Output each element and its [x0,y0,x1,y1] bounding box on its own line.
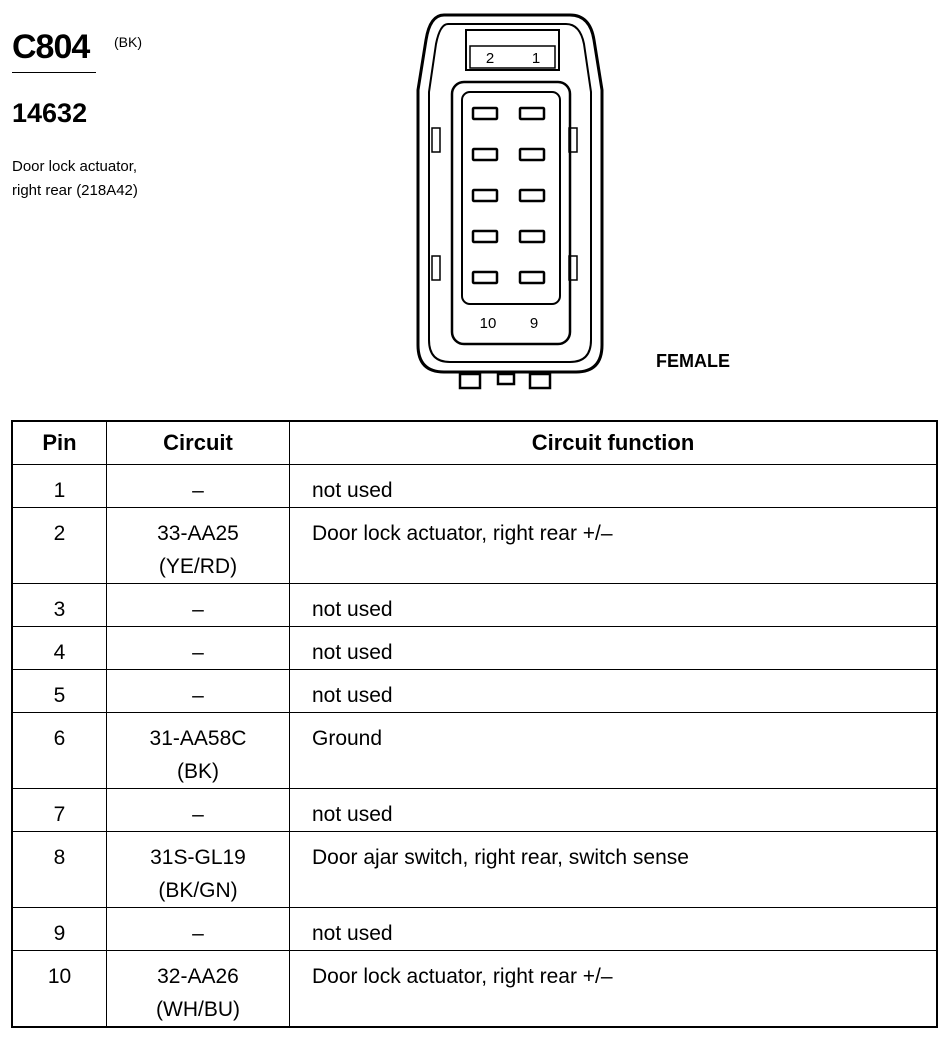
pin-cell: 3 [11,583,107,627]
circuit-cell: – [106,907,290,951]
circuit-number: – [192,598,204,621]
circuit-cell: 31-AA58C (BK) [106,712,290,789]
cavity [471,188,499,203]
circuit-number: 33-AA25 [157,522,239,545]
pinout-table: Pin Circuit Circuit function 1 – not use… [11,420,938,1028]
circuit-cell: – [106,464,290,508]
circuit-number: 31-AA58C [149,727,247,750]
connector-description: Door lock actuator, right rear (218A42) [12,155,252,203]
terminal-cavities [471,106,546,285]
table-row: 6 31-AA58C (BK) Ground [11,712,938,789]
bottom-tab-right [528,372,552,390]
connector-id: C804 [12,28,90,66]
table-row: 7 – not used [11,788,938,832]
table-row: 5 – not used [11,669,938,713]
wire-color: (YE/RD) [158,555,238,578]
table-row: 3 – not used [11,583,938,627]
part-number: 14632 [12,98,88,128]
side-key-left-upper [431,127,441,153]
circuit-number: – [192,922,204,945]
description-line-2: right rear (218A42) [12,182,138,199]
pin-cell: 7 [11,788,107,832]
function-cell: not used [289,464,938,508]
pin-cell: 8 [11,831,107,908]
pin-cell: 4 [11,626,107,670]
circuit-number: 31S-GL19 [150,846,246,869]
pin-cell: 2 [11,507,107,584]
latch-number-strip [469,45,556,69]
connector-header: C804 (BK) 14632 Door lock actuator, righ… [12,22,342,222]
latch-tab [465,29,560,71]
pin-cell: 6 [11,712,107,789]
bottom-tab-center [496,372,516,386]
housing-inner [428,23,592,363]
cavity [518,188,546,203]
connector-gender-label: FEMALE [656,351,730,371]
connector-face-diagram: 2 1 10 9 [416,13,604,390]
pin-label-1: 1 [532,50,540,67]
circuit-cell: 33-AA25 (YE/RD) [106,507,290,584]
cavity [518,229,546,244]
cavity [471,106,499,121]
function-cell: not used [289,626,938,670]
pin-cell: 1 [11,464,107,508]
bottom-tab-left [458,372,482,390]
circuit-cell: – [106,669,290,713]
circuit-number: – [192,641,204,664]
table-row: 8 31S-GL19 (BK/GN) Door ajar switch, righ… [11,831,938,908]
wire-color: (BK) [177,760,219,783]
cavity [471,270,499,285]
table-row: 10 32-AA26 (WH/BU) Door lock actuator, ri… [11,950,938,1028]
circuit-number: – [192,803,204,826]
pin-cell: 9 [11,907,107,951]
side-key-left-lower [431,255,441,281]
circuit-cell: 32-AA26 (WH/BU) [106,950,290,1028]
header-pin: Pin [11,420,107,465]
pin-cell: 10 [11,950,107,1028]
pin-label-9: 9 [530,315,538,332]
terminal-block-outer [450,80,572,346]
function-cell: Door lock actuator, right rear +/– [289,507,938,584]
circuit-number: – [192,684,204,707]
cavity [518,106,546,121]
cavity [518,270,546,285]
cavity [518,147,546,162]
table-row: 1 – not used [11,464,938,508]
function-cell: not used [289,788,938,832]
header-circuit-function: Circuit function [289,420,938,465]
cavity [471,147,499,162]
header-circuit: Circuit [106,420,290,465]
wire-color: (WH/BU) [156,998,240,1021]
circuit-number: – [192,479,204,502]
table-row: 2 33-AA25 (YE/RD) Door lock actuator, rig… [11,507,938,584]
pin-label-2: 2 [486,50,494,67]
description-line-1: Door lock actuator, [12,158,138,175]
function-cell: not used [289,669,938,713]
wire-color: (BK/GN) [158,879,238,902]
cavity [471,229,499,244]
terminal-block-inner [461,91,561,305]
circuit-cell: 31S-GL19 (BK/GN) [106,831,290,908]
circuit-cell: – [106,626,290,670]
function-cell: Ground [289,712,938,789]
function-cell: Door lock actuator, right rear +/– [289,950,938,1028]
connector-color-code: (BK) [114,34,142,50]
function-cell: not used [289,907,938,951]
circuit-number: 32-AA26 [157,965,239,988]
pin-cell: 5 [11,669,107,713]
pin-label-10: 10 [480,315,497,332]
function-cell: not used [289,583,938,627]
circuit-cell: – [106,583,290,627]
circuit-cell: – [106,788,290,832]
function-cell: Door ajar switch, right rear, switch sen… [289,831,938,908]
table-row: 9 – not used [11,907,938,951]
housing-outer [416,13,604,374]
table-header-row: Pin Circuit Circuit function [11,420,938,465]
table-row: 4 – not used [11,626,938,670]
header-underline [12,72,96,73]
